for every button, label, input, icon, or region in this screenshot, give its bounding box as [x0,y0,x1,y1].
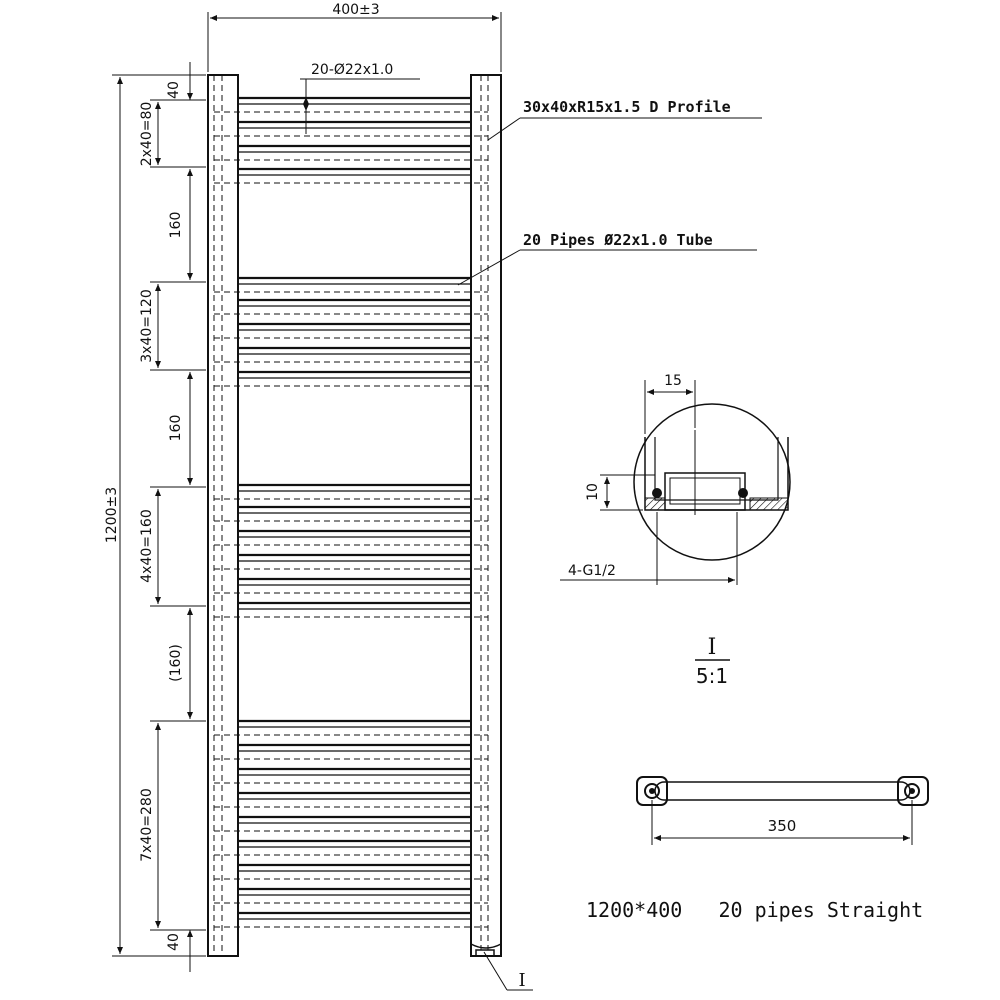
detail-view [560,380,791,585]
detail-marker [483,951,533,991]
width-label: 400±3 [332,2,379,18]
left-rail [207,74,239,957]
pipe-rungs [214,96,488,928]
group2-label: 3x40=120 [139,289,155,362]
group1-label: 2x40=80 [139,102,155,167]
detail-label: I [708,635,717,660]
bracket-dim-label: 350 [768,817,797,835]
group3-label: 4x40=160 [139,509,155,582]
pipe-diameter-label: 20-Ø22x1.0 [311,62,393,78]
width-dimension [207,12,502,72]
group4-label: 7x40=280 [139,788,155,861]
profile-callout-leader [487,117,762,141]
detail-scale: 5:1 [696,664,728,688]
space1-label: 160 [168,212,184,239]
detail-thread-label: 4-G1/2 [568,563,616,579]
profile-callout: 30x40xR15x1.5 D Profile [523,98,731,116]
bracket-view [636,776,929,845]
space2-label: 160 [168,415,184,442]
pipe-diameter-leader [300,78,420,134]
pipes-callout-leader [457,249,757,286]
pipes-callout: 20 Pipes Ø22x1.0 Tube [523,231,713,249]
detail-dim-15: 15 [664,373,682,389]
right-rail [470,74,502,957]
height-dimension [112,74,206,957]
spacing-dimension-chain [150,62,206,972]
top-gap-label: 40 [166,81,182,99]
caption: 1200*400 20 pipes Straight [586,898,923,922]
space3-label: (160) [168,644,184,682]
bottom-gap-label: 40 [166,933,182,951]
detail-marker-label: I [518,970,525,991]
height-label: 1200±3 [104,487,120,543]
detail-dim-10: 10 [585,483,601,501]
